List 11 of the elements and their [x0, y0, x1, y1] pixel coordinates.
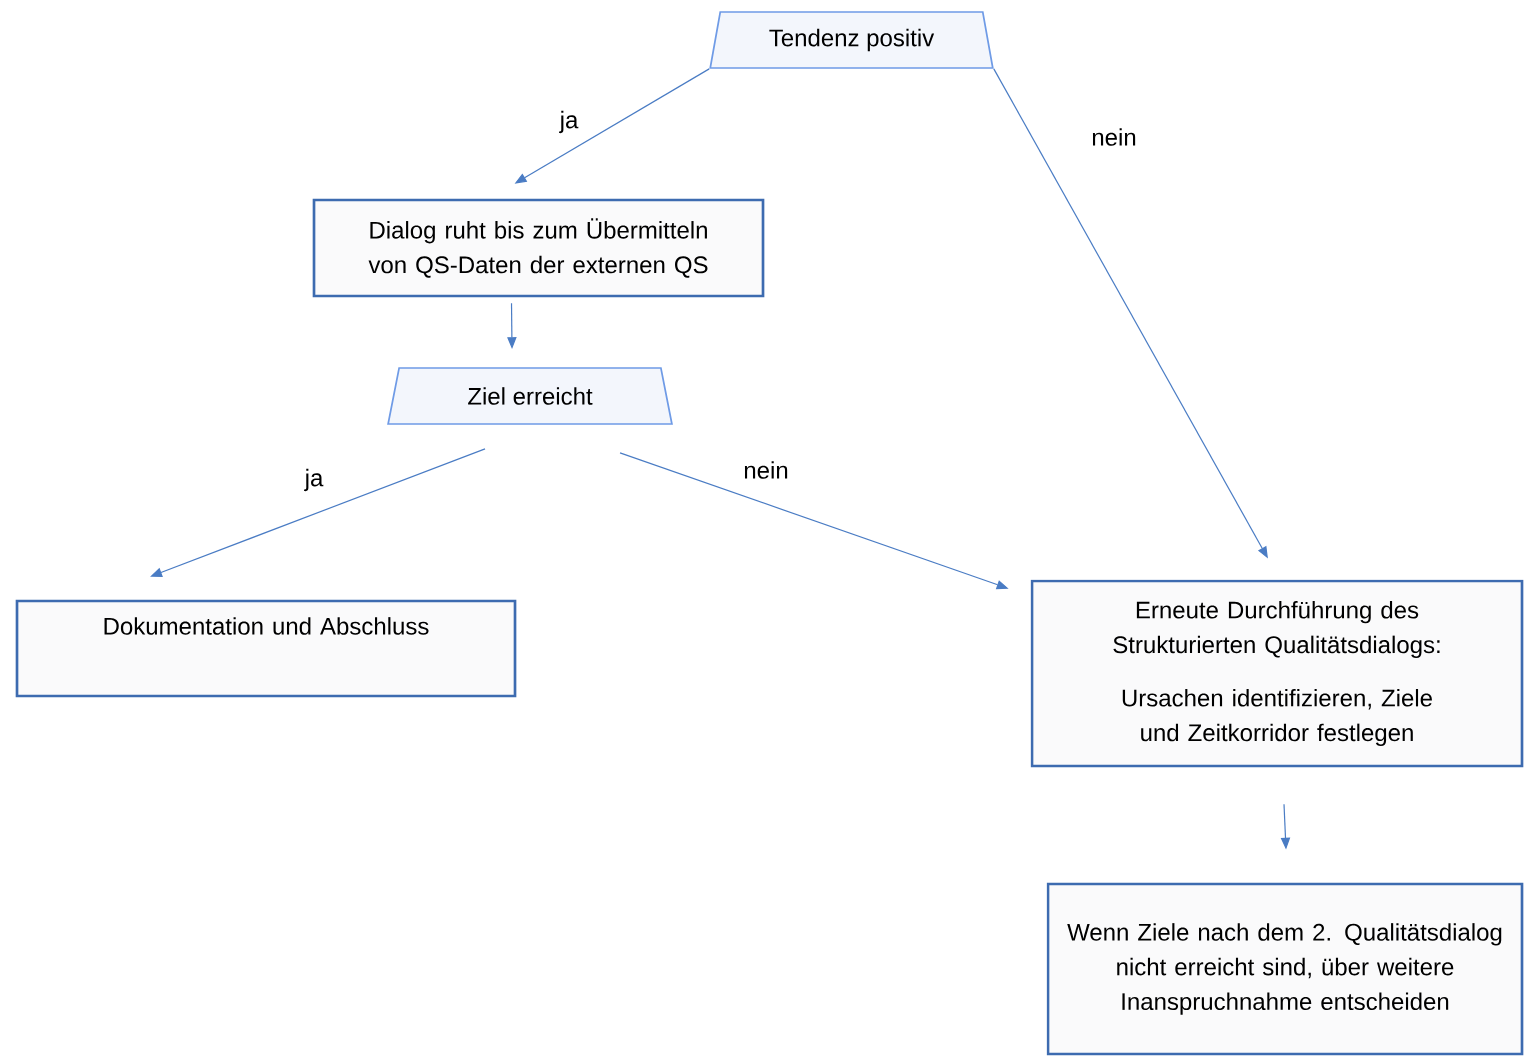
edge-label: ja	[558, 109, 580, 135]
process-box: Wenn Ziele nach dem 2. Qualitätsdialog nicht erreicht sind, über weitere Inanspruchnahme entscheiden	[1046, 882, 1524, 1056]
edge-label: ja	[303, 467, 325, 493]
decision-trapezoid: Ziel erreicht	[387, 367, 673, 425]
arrow	[150, 448, 486, 577]
process-box: Dialog ruht bis zum Übermitteln von QS-Daten der externen QS	[312, 198, 765, 298]
process-box: Erneute Durchführung des Strukturierten Qualitätsdialogs: Ursachen identifizieren, Ziele und Zeitkorridor festlegen	[1030, 579, 1524, 768]
edge-label: nein	[742, 459, 791, 481]
edge-label: nein	[1090, 126, 1139, 148]
decision-trapezoid: Tendenz positiv	[709, 11, 994, 69]
process-box: Dokumentation und Abschluss	[15, 599, 517, 698]
